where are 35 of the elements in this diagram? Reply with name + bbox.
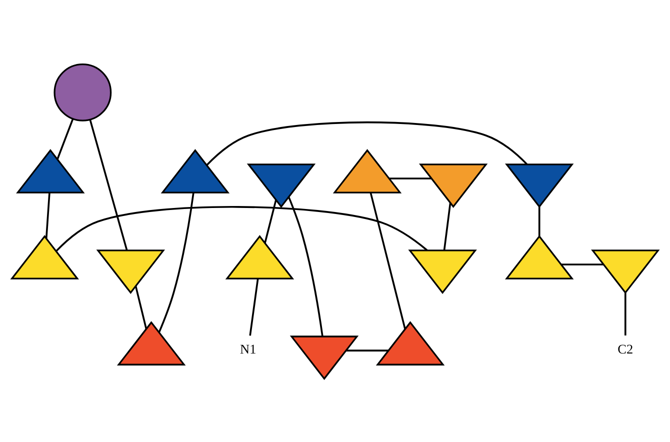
node-triangle: [504, 234, 574, 279]
node-triangle: [225, 234, 294, 279]
connector: [56, 206, 428, 252]
node-triangle: [408, 249, 477, 294]
node-triangle: [591, 249, 660, 294]
node-triangle: [10, 234, 79, 279]
connector: [389, 177, 432, 179]
connector: [370, 192, 406, 329]
connector: [561, 263, 604, 265]
connector: [288, 196, 324, 336]
node-circle: [54, 62, 112, 121]
connector: [264, 199, 277, 243]
node-triangle: [16, 148, 85, 193]
connector: [249, 278, 259, 336]
connector: [346, 349, 388, 351]
connector: [443, 202, 452, 250]
node-triangle: [96, 249, 166, 294]
connector: [89, 119, 128, 250]
node-triangle: [246, 163, 316, 208]
node-triangle: [504, 163, 574, 208]
node-triangle: [332, 148, 402, 193]
connector: [538, 206, 540, 236]
node-triangle: [290, 335, 359, 380]
connector: [134, 285, 148, 329]
connector: [206, 120, 528, 166]
node-triangle: [376, 320, 445, 365]
connector: [624, 292, 626, 335]
node-text: N1: [240, 341, 256, 356]
connector: [45, 192, 50, 238]
connector: [56, 118, 74, 160]
node-text: C2: [618, 341, 634, 356]
connector: [158, 192, 194, 332]
node-triangle: [116, 320, 186, 365]
node-triangle: [418, 163, 488, 208]
node-triangle: [160, 148, 230, 193]
